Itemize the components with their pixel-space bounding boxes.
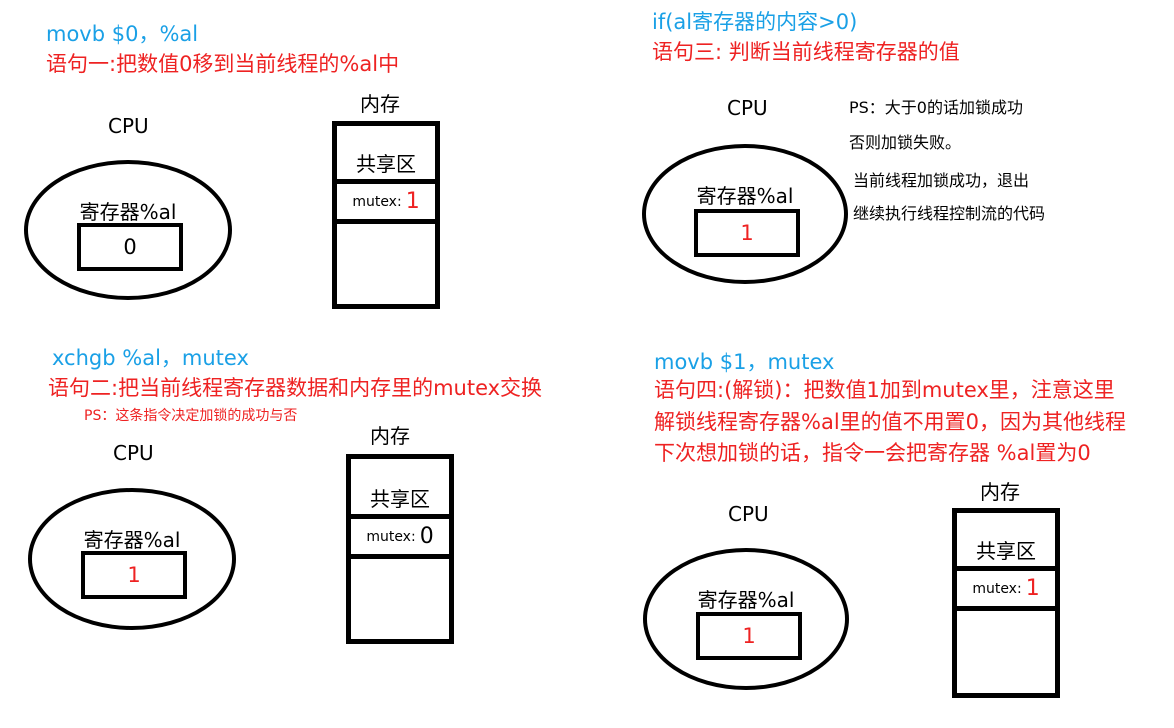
mutex-value-step2: 0 xyxy=(419,524,434,549)
mutex-key-step2: mutex: xyxy=(366,528,416,545)
shared-area-step4: 共享区 xyxy=(957,513,1055,571)
memory-label-step4: 内存 xyxy=(980,480,1020,504)
shared-label-step4: 共享区 xyxy=(976,539,1036,563)
register-label-step4: 寄存器%al xyxy=(697,588,795,612)
register-label-step2: 寄存器%al xyxy=(83,528,181,552)
instruction-step3: if(al寄存器的内容>0) xyxy=(652,10,858,34)
mutex-key-step1: mutex: xyxy=(352,193,402,210)
register-value-step1: 0 xyxy=(123,235,137,259)
note-line-1: PS：大于0的话加锁成功 xyxy=(849,98,1023,117)
memory-label-step1: 内存 xyxy=(360,92,400,116)
description-step4-line1: 语句四:(解锁)：把数值1加到mutex里，注意这里 xyxy=(654,378,1115,402)
memory-label-step2: 内存 xyxy=(370,424,410,448)
instruction-step2: xchgb %al，mutex xyxy=(52,346,249,370)
mutex-cell-step4: mutex: 1 xyxy=(957,571,1055,611)
register-box-step3: 1 xyxy=(694,209,800,257)
shared-area-step2: 共享区 xyxy=(351,459,449,519)
instruction-step4: movb $1，mutex xyxy=(654,350,835,374)
register-box-step2: 1 xyxy=(81,551,187,599)
mutex-cell-step2: mutex: 0 xyxy=(351,519,449,559)
description-step4-line3: 下次想加锁的话，指令一会把寄存器 %al置为0 xyxy=(654,441,1091,465)
cpu-label-step1: CPU xyxy=(108,114,149,138)
register-value-step3: 1 xyxy=(740,221,754,245)
register-value-step2: 1 xyxy=(127,563,141,587)
description-step4-line2: 解锁线程寄存器%al里的值不用置0，因为其他线程 xyxy=(654,410,1127,434)
memory-block-step1: 共享区 mutex: 1 xyxy=(332,121,440,309)
register-label-step3: 寄存器%al xyxy=(696,184,794,208)
mutex-value-step1: 1 xyxy=(405,189,420,214)
note-line-3: 当前线程加锁成功，退出 xyxy=(853,171,1030,190)
description-step1: 语句一:把数值0移到当前线程的%al中 xyxy=(46,52,400,76)
memory-block-step4: 共享区 mutex: 1 xyxy=(952,508,1060,698)
description-step3: 语句三: 判断当前线程寄存器的值 xyxy=(652,40,960,64)
cpu-ellipse-step1: 寄存器%al 0 xyxy=(24,160,232,300)
register-value-step4: 1 xyxy=(742,624,756,648)
cpu-ellipse-step3: 寄存器%al 1 xyxy=(642,144,848,284)
ps-note-step2: PS：这条指令决定加锁的成功与否 xyxy=(84,408,298,424)
register-label-step1: 寄存器%al xyxy=(79,200,177,224)
cpu-label-step4: CPU xyxy=(728,502,769,526)
register-box-step1: 0 xyxy=(77,223,183,271)
description-step2: 语句二:把当前线程寄存器数据和内存里的mutex交换 xyxy=(48,376,543,400)
shared-label-step2: 共享区 xyxy=(370,487,430,511)
cpu-label-step3: CPU xyxy=(727,96,768,120)
shared-area-step1: 共享区 xyxy=(337,126,435,184)
memory-block-step2: 共享区 mutex: 0 xyxy=(346,454,454,644)
cpu-label-step2: CPU xyxy=(113,441,154,465)
mutex-key-step4: mutex: xyxy=(972,580,1022,597)
instruction-step1: movb $0，%al xyxy=(46,22,199,46)
mutex-value-step4: 1 xyxy=(1025,576,1040,601)
note-line-2: 否则加锁失败。 xyxy=(849,133,962,152)
cpu-ellipse-step2: 寄存器%al 1 xyxy=(28,488,236,630)
cpu-ellipse-step4: 寄存器%al 1 xyxy=(643,548,849,690)
mutex-cell-step1: mutex: 1 xyxy=(337,184,435,224)
register-box-step4: 1 xyxy=(696,612,802,660)
note-line-4: 继续执行线程控制流的代码 xyxy=(853,204,1046,223)
shared-label-step1: 共享区 xyxy=(356,152,416,176)
